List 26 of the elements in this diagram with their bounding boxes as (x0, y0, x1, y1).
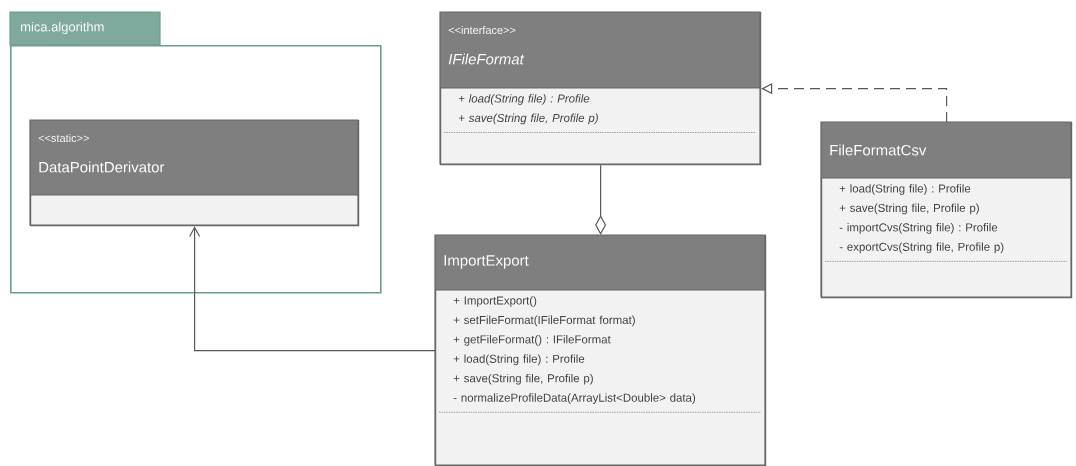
class-box (29, 119, 360, 227)
package-name: mica.algorithm (21, 21, 104, 35)
connector-arrow (595, 164, 607, 235)
connector-arrow (189, 226, 436, 352)
method-text: + getFileFormat() : IFileFormat (453, 335, 611, 346)
class-name: FileFormatCsv (830, 144, 927, 156)
method-text: + save(String file, Profile p) (453, 373, 593, 385)
class-name: ImportExport (444, 255, 529, 269)
package-frame (9, 11, 382, 294)
method-text: + load(String file) : Profile (453, 354, 585, 366)
method-text: - importCvs(String file) : Profile (839, 223, 998, 234)
method-text: + load(String file) : Profile (458, 94, 590, 105)
method-text: + save(String file, Profile p) (458, 113, 598, 125)
method-text: + ImportExport() (453, 296, 537, 307)
method-text: + load(String file) : Profile (839, 184, 971, 195)
method-text: - normalizeProfileData(ArrayList<Double> data) (453, 393, 696, 404)
stereotype-label: <<static>> (38, 133, 89, 142)
method-text: + save(String file, Profile p) (839, 203, 979, 215)
class-box (439, 11, 762, 166)
method-text: + setFileFormat(IFileFormat format) (453, 315, 635, 327)
class-name: DataPointDerivator (39, 161, 165, 173)
method-text: - exportCvs(String file, Profile p) (839, 242, 1004, 254)
class-name: IFileFormat (448, 53, 525, 65)
class-box (434, 234, 767, 466)
stereotype-label: <<interface>> (448, 25, 516, 34)
class-box (820, 121, 1073, 299)
